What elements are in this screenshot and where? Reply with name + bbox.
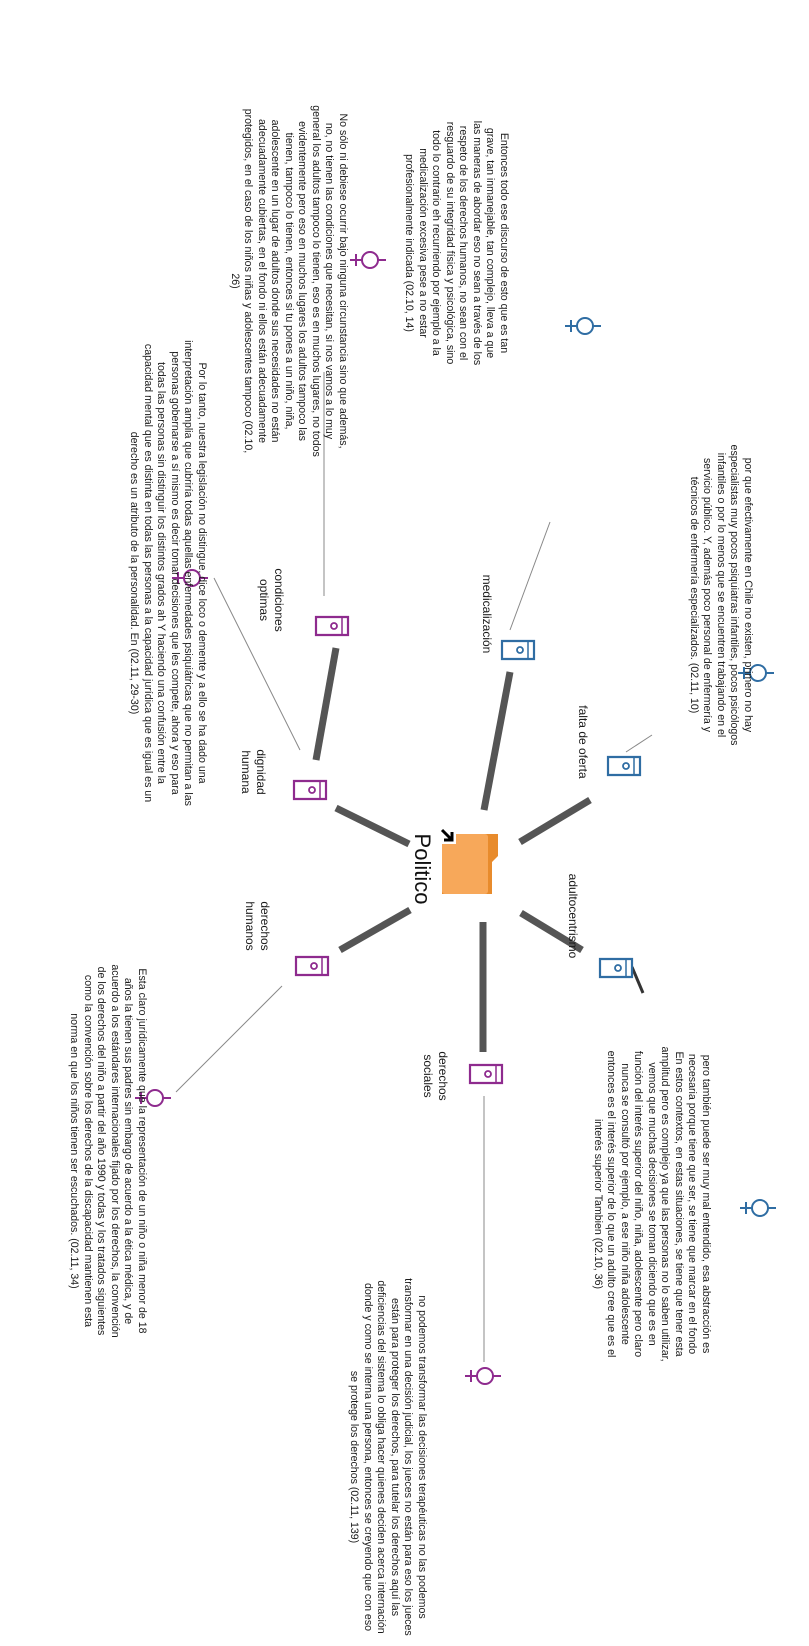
node-label-derechos-sociales: derechos sociales [421, 1051, 450, 1101]
code-icon-derechos-sociales[interactable] [468, 1063, 504, 1085]
quote-marker-icon-adultocentrismo[interactable] [740, 1199, 776, 1217]
quote-text-falta-de-oferta: por que efectivamente en Chile no existe… [687, 444, 754, 746]
quote-text-derechos-humanos: Esta claro jurídicamente que la represen… [68, 964, 148, 1338]
node-label-adultocentrismo: adultocentrismo [566, 873, 580, 959]
code-icon-dignidad-humana[interactable] [292, 779, 328, 801]
node-label-condiciones-optimas: condiciones optimas [257, 568, 286, 632]
link-medicalizacion [480, 671, 514, 811]
quote-links [175, 372, 653, 1362]
hub-links [312, 647, 592, 1052]
link-adultocentrismo-quote [630, 966, 645, 994]
link-adultocentrismo [519, 910, 584, 953]
quote-text-condiciones-optimas: No sólo ni debiese ocurrir bajo ninguna … [228, 105, 349, 457]
node-label-dignidad-humana: dignidad humana [239, 749, 268, 795]
node-label-medicalizacion: medicalización [480, 574, 494, 654]
quote-text-dignidad-humana: Por lo tanto, nuestra legislación no dis… [128, 340, 208, 806]
thin-link-derechos-humanos [175, 985, 283, 1093]
link-derechos-humanos [338, 906, 412, 954]
node-label-falta-de-oferta: falta de oferta [576, 705, 590, 779]
code-icon-adultocentrismo[interactable] [598, 957, 634, 979]
link-dignidad-humana [334, 804, 411, 848]
quote-marker-icon-derechos-humanos[interactable] [135, 1089, 171, 1107]
quote-text-adultocentrismo: pero también puede ser muy mal entendido… [591, 1046, 712, 1362]
quote-text-derechos-sociales: no podemos transformar las decisiones te… [348, 1278, 428, 1636]
code-icon-medicalizacion[interactable] [500, 639, 536, 661]
quote-marker-icon-dignidad-humana[interactable] [172, 569, 208, 587]
code-icon-condiciones-optimas[interactable] [314, 615, 350, 637]
thin-link-dignidad-humana [213, 577, 301, 751]
code-icon-derechos-humanos[interactable] [294, 955, 330, 977]
center-label: Politico [410, 833, 435, 905]
quote-marker-icon-medicalizacion[interactable] [565, 317, 601, 335]
link-condiciones-optimas [312, 647, 340, 761]
quote-marker-icon-derechos-sociales[interactable] [465, 1367, 501, 1385]
quote-text-medicalizacion: Entonces todo ese discurso de esto que e… [403, 120, 510, 366]
thin-link-falta-de-oferta [625, 734, 653, 753]
quote-marker-icon-condiciones-optimas[interactable] [350, 251, 386, 269]
center-folder-icon[interactable] [438, 826, 498, 894]
link-falta-de-oferta [518, 796, 592, 846]
thin-link-medicalizacion [509, 521, 551, 631]
code-icon-falta-de-oferta[interactable] [606, 755, 642, 777]
node-label-derechos-humanos: derechos humanos [243, 901, 272, 951]
quote-marker-icon-falta-de-oferta[interactable] [738, 664, 774, 682]
